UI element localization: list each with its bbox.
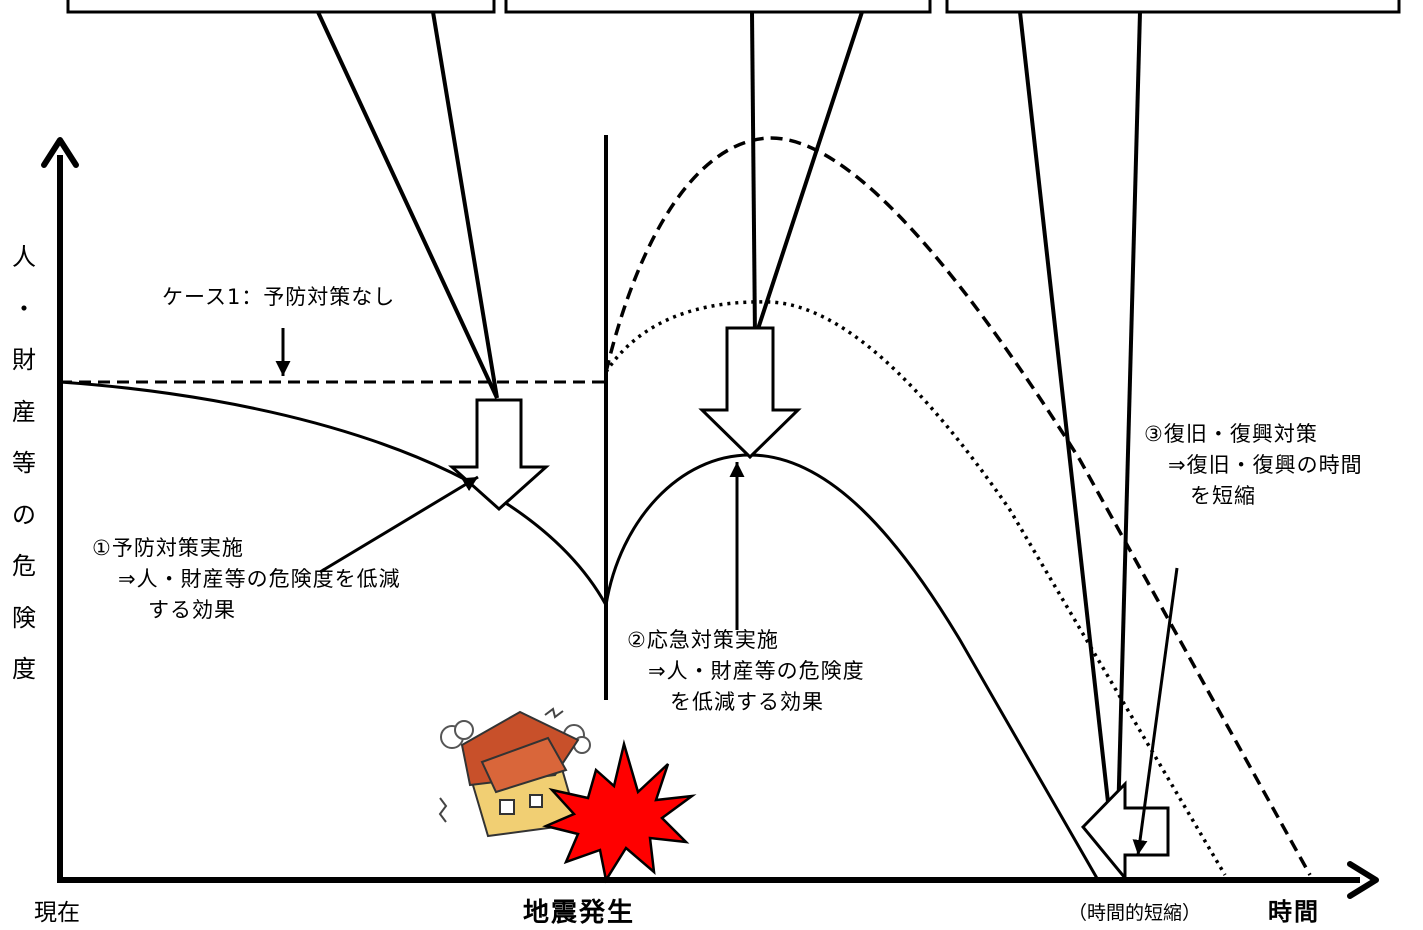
x-axis-end-label: 時間 xyxy=(1268,898,1320,926)
prevention-effect-cont: する効果 xyxy=(148,598,236,622)
recovery-hollow-arrow xyxy=(1080,780,1170,883)
prevention-title: ①予防対策実施 xyxy=(92,536,244,560)
recovery-effect: ⇒復旧・復興の時間 xyxy=(1168,453,1363,477)
recovery-effect-cont: を短縮 xyxy=(1190,484,1256,508)
callout-box-2 xyxy=(504,0,932,14)
y-axis-label-char: 産 xyxy=(12,397,36,426)
earthquake-burst-icon xyxy=(542,739,697,884)
x-axis-event-label: 地震発生 xyxy=(523,898,636,928)
combined-measures-curve xyxy=(604,453,1100,881)
y-axis-label-char: 人 xyxy=(12,243,36,271)
y-axis-arrowhead xyxy=(41,137,79,168)
y-axis-label-char: ・ xyxy=(12,294,36,323)
y-axis-label-char: 財 xyxy=(12,346,36,374)
no-measures-curve xyxy=(604,136,1312,876)
recovery-label-arrow xyxy=(1132,567,1179,856)
emergency-title: ②応急対策実施 xyxy=(627,628,779,652)
prevention-label-arrow xyxy=(319,475,479,574)
y-axis-label-char: 等 xyxy=(12,449,36,477)
emergency-measures-curve xyxy=(604,300,1227,876)
x-axis-start-label: 現在 xyxy=(34,900,80,926)
recovery-title: ③復旧・復興対策 xyxy=(1144,422,1318,446)
y-axis-label-char: 険 xyxy=(12,603,36,632)
prevention-curve xyxy=(59,380,608,606)
y-axis-label-char: 危 xyxy=(12,552,36,580)
emergency-hollow-arrow xyxy=(698,326,802,460)
y-axis-label: 人 ・ 財 産 等 の 危 険 度 xyxy=(8,232,40,696)
case1-label: ケース1：予防対策なし xyxy=(162,285,396,309)
x-axis-arrowhead xyxy=(1347,861,1379,899)
y-axis-label-char: 度 xyxy=(12,655,36,683)
prevention-hollow-arrow xyxy=(448,398,550,512)
emergency-effect-cont: を低減する効果 xyxy=(670,690,824,714)
callout-box-3 xyxy=(945,0,1401,14)
emergency-effect: ⇒人・財産等の危険度 xyxy=(648,659,865,683)
y-axis-label-char: の xyxy=(12,500,36,529)
callout-box-1 xyxy=(66,0,496,14)
x-axis-shortened-label: （時間的短縮） xyxy=(1068,902,1202,924)
callout-pointers xyxy=(316,11,1142,821)
prevention-effect: ⇒人・財産等の危険度を低減 xyxy=(118,567,401,591)
